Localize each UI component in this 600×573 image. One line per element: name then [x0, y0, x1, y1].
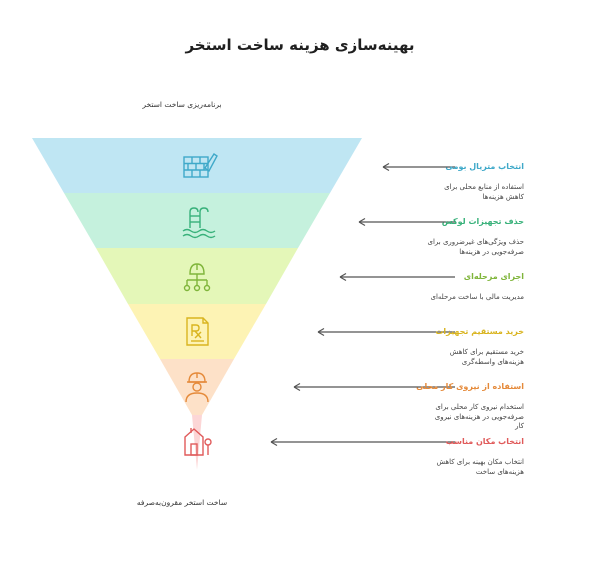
funnel-segment-5: [160, 359, 234, 415]
item-desc-remove-luxury: حذف ویژگی‌های غیرضروری برای صرفه‌جویی در…: [427, 238, 524, 256]
brick-wall-trowel-icon: [183, 153, 218, 178]
item-desc-direct-purchase: خرید مستقیم برای کاهش هزینه‌های واسطه‌گر…: [449, 348, 524, 366]
item-desc-local-materials: استفاده از منابع محلی برای کاهش هزینه‌ها: [444, 183, 524, 201]
item-desc-location: انتخاب مکان بهینه برای کاهش هزینه‌های سا…: [436, 458, 524, 476]
item-title-remove-luxury: حذف تجهیزات لوکس: [441, 217, 524, 226]
arrow-3: [339, 272, 455, 282]
arrow-4: [317, 327, 455, 337]
item-desc-phased: مدیریت مالی با ساخت مرحله‌ای: [430, 293, 524, 301]
arrow-2: [358, 217, 455, 227]
funnel-segment-2: [64, 193, 330, 248]
construction-worker-icon: [185, 372, 209, 403]
house-location-icon: [184, 428, 212, 456]
item-title-phased: اجرای مرحله‌ای: [463, 272, 524, 281]
funnel-segment-6: [192, 415, 202, 470]
arrow-1: [382, 162, 455, 172]
item-desc-local-labor: استخدام نیروی کار محلی برای صرفه‌جویی در…: [434, 403, 524, 430]
funnel-segment-1: [32, 138, 362, 193]
funnel-top-label: برنامه‌ریزی ساخت استخر: [142, 100, 222, 109]
item-title-direct-purchase: خرید مستقیم تجهیزات: [435, 327, 524, 336]
funnel-bottom-label: ساخت استخر مقرون‌به‌صرفه: [136, 498, 228, 507]
item-title-local-materials: انتخاب متریال بومی: [445, 162, 524, 171]
item-title-local-labor: استفاده از نیروی کار محلی: [416, 382, 524, 391]
phased-hierarchy-icon: [183, 263, 211, 292]
pool-ladder-icon: [182, 207, 216, 239]
item-title-location: انتخاب مکان مناسب: [445, 437, 524, 446]
diagram-title: بهینه‌سازی هزینه ساخت استخر: [185, 36, 415, 54]
prescription-receipt-icon: [186, 317, 209, 346]
arrow-5: [293, 382, 455, 392]
arrow-6: [270, 437, 455, 447]
